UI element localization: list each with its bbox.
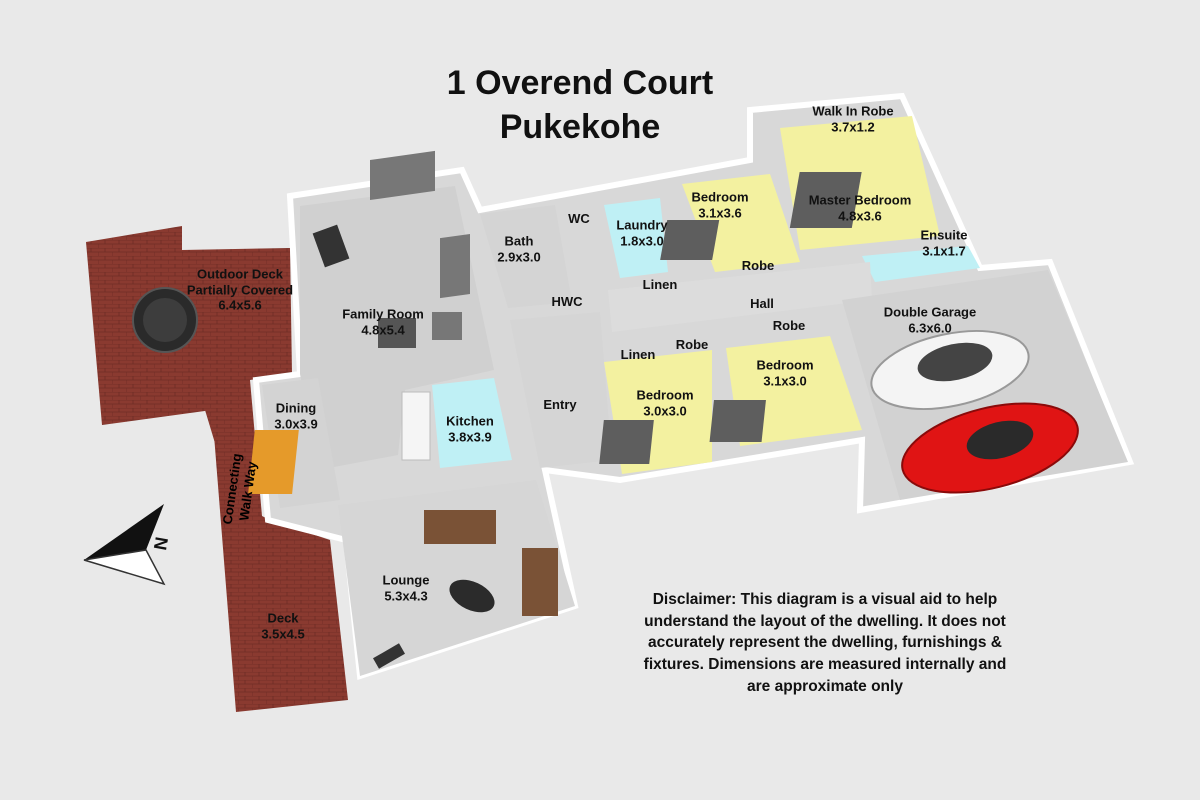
lounge-floor: [338, 480, 575, 676]
coffee-table-icon: [378, 318, 416, 348]
title-line-1: 1 Overend Court: [446, 64, 714, 102]
room-label-entry: Entry: [543, 397, 577, 413]
sofa-icon: [370, 150, 435, 200]
title-line-2: Pukekohe: [499, 108, 661, 146]
room-label-wc: WC: [568, 211, 590, 227]
room-label-outdoor-deck: Outdoor Deck Partially Covered 6.4x5.6: [186, 266, 294, 313]
room-label-robe-1: Robe: [741, 258, 775, 274]
north-arrow-icon: N: [83, 504, 172, 586]
sofa-icon: [440, 233, 470, 299]
tv-icon: [312, 224, 350, 268]
lounge-table-icon: [449, 579, 495, 613]
lounge-sofa-icon: [424, 510, 496, 544]
room-label-linen-1: Linen: [642, 277, 678, 293]
disclaimer-text: Disclaimer: This diagram is a visual aid…: [643, 591, 1007, 695]
lounge-tv-icon: [373, 643, 405, 669]
room-label-robe-2: Robe: [772, 318, 806, 334]
outdoor-table-icon: [132, 287, 198, 353]
ensuite-floor: [862, 246, 980, 282]
bath-floor: [480, 205, 572, 308]
armchair-icon: [432, 312, 462, 340]
dining-table-icon: [248, 430, 299, 494]
laundry-floor: [604, 198, 668, 278]
red-car-icon: [901, 402, 1079, 494]
connecting-walkway: [205, 404, 262, 526]
kitchen-floor[interactable]: [432, 378, 512, 468]
room-label-robe-3: Robe: [675, 337, 709, 353]
entry-floor: [510, 312, 612, 468]
bed-icon: [660, 220, 720, 260]
north-letter: N: [150, 535, 172, 551]
room-label-linen-2: Linen: [620, 347, 656, 363]
white-car-icon: [870, 330, 1030, 410]
kitchen-bench-icon: [401, 391, 431, 461]
hall-floor: [608, 262, 872, 332]
room-label-hall: Hall: [750, 296, 774, 312]
bed-icon: [709, 400, 766, 442]
bed-icon: [599, 420, 654, 464]
bed-icon: [789, 172, 862, 228]
lounge-sofa-icon: [522, 548, 558, 616]
room-label-hwc: HWC: [551, 294, 583, 310]
